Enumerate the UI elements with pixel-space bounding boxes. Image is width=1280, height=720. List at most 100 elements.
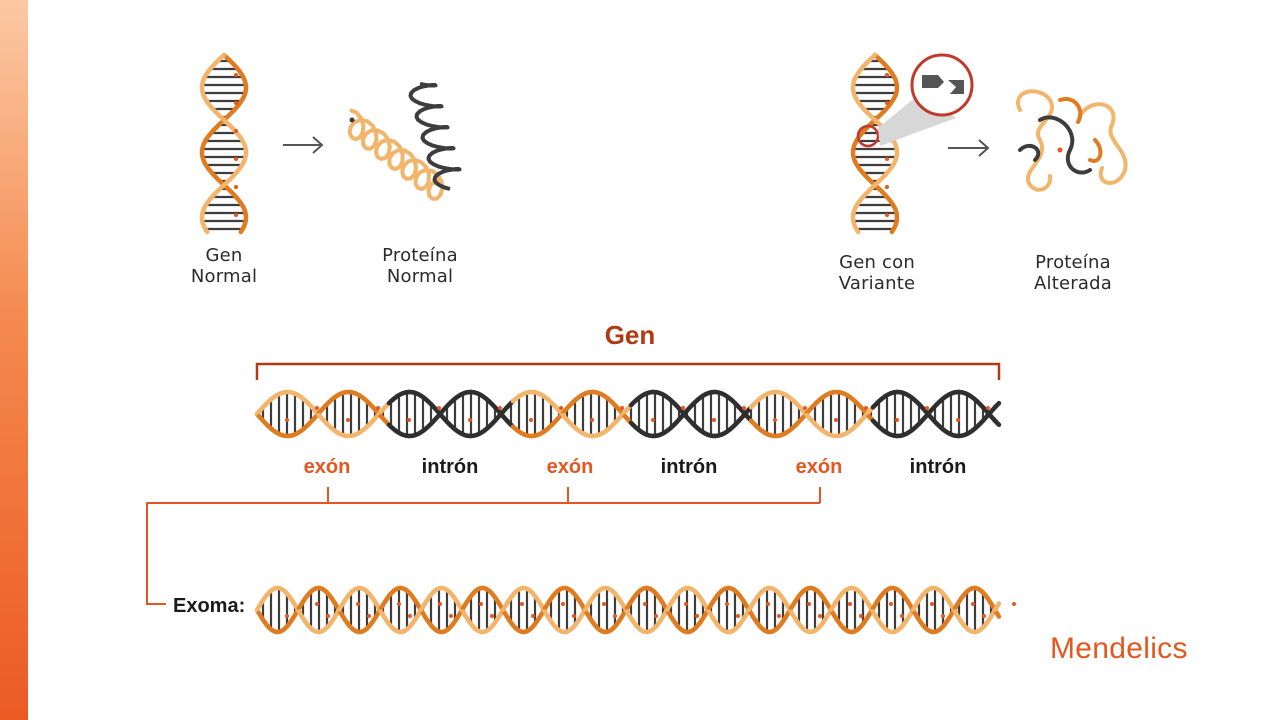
helix-strand [199, 52, 249, 235]
helix-dot [234, 73, 238, 77]
broken-base-icon [922, 75, 944, 88]
helix-dot [848, 602, 852, 606]
helix-dot [766, 602, 770, 606]
helix-dot [742, 406, 746, 410]
helix-dot [620, 406, 624, 410]
gene-title: Gen [604, 320, 656, 350]
arrows [283, 136, 990, 157]
helix-dot [930, 602, 934, 606]
helix-dot [613, 614, 617, 618]
helix-dot [1012, 602, 1016, 606]
helix-dot [449, 614, 453, 618]
helix-dot [602, 602, 606, 606]
protein-dot [1057, 147, 1063, 153]
helix-dot [803, 406, 807, 410]
helix-dot [773, 418, 777, 422]
broken-base-icon [948, 80, 964, 94]
protein-dot [349, 117, 355, 123]
helix-dot [885, 213, 889, 217]
helix-strand [994, 611, 1002, 619]
helix-dot [712, 418, 716, 422]
gene-strand-helix [254, 389, 1002, 439]
helix-dot [498, 406, 502, 410]
helix-dot [725, 602, 729, 606]
helix-dot [572, 614, 576, 618]
protein-coil [347, 108, 445, 201]
helix-dot [941, 614, 945, 618]
helix-dot [777, 614, 781, 618]
segment-intron-3: intrón [909, 456, 967, 478]
variant-marker-icon [856, 124, 880, 148]
helix-strand [199, 52, 249, 235]
helix-dot [651, 418, 655, 422]
helix-dot [684, 602, 688, 606]
helix-dot [234, 185, 238, 189]
helix-dot [900, 614, 904, 618]
helix-dot [520, 602, 524, 606]
protein-strand [1018, 115, 1092, 175]
protein-coil [408, 82, 462, 191]
helix-dot [654, 614, 658, 618]
variant-gene-helix-icon [850, 52, 974, 235]
helix-dot [407, 418, 411, 422]
mendelics-logo: Mendelics [1050, 632, 1188, 665]
helix-dot [285, 614, 289, 618]
zoom-lens-icon [910, 53, 974, 117]
helix-dot [438, 602, 442, 606]
helix-dot [695, 614, 699, 618]
right-arrow-head [978, 139, 990, 157]
helix-dot [834, 418, 838, 422]
helix-dot [234, 101, 238, 105]
segment-exon-3: exón [795, 456, 843, 478]
helix-dot [285, 418, 289, 422]
helix-dot [885, 157, 889, 161]
segment-exon-2: exón [546, 456, 594, 478]
segment-intron-2: intrón [660, 456, 718, 478]
protein-strand [1078, 102, 1128, 185]
helix-dot [561, 602, 565, 606]
helix-strand [994, 400, 1002, 408]
helix-dot [559, 406, 563, 410]
helix-dot [864, 406, 868, 410]
protein-strand [1016, 89, 1054, 192]
helix-dot [885, 73, 889, 77]
helix-dot [315, 602, 319, 606]
helix-dot [590, 418, 594, 422]
helix-dot [971, 602, 975, 606]
protein-strand [1058, 97, 1103, 163]
helix-dot [346, 418, 350, 422]
helix-dot [234, 129, 238, 133]
exome-connector-line [146, 502, 820, 605]
helix-dot [895, 418, 899, 422]
helix-dot [531, 614, 535, 618]
gene-bracket-line [255, 362, 1001, 380]
helix-dot [681, 406, 685, 410]
helix-dot [885, 101, 889, 105]
normal-protein-icon [347, 82, 462, 201]
helix-dot [468, 418, 472, 422]
helix-dot [490, 614, 494, 618]
helix-dot [437, 406, 441, 410]
helix-dot [376, 406, 380, 410]
helix-dot [479, 602, 483, 606]
helix-dot [889, 602, 893, 606]
exon-connector-lines [146, 487, 821, 605]
helix-dot [529, 418, 533, 422]
helix-dot [326, 614, 330, 618]
altered-protein-icon [1016, 89, 1128, 192]
normal-gene-helix-icon [199, 52, 249, 235]
helix-strand [994, 420, 1002, 428]
gene-bracket [255, 362, 1001, 380]
helix-strand [850, 52, 900, 235]
segment-intron-1: intrón [421, 456, 479, 478]
helix-strand [850, 52, 900, 235]
right-arrow-head [312, 136, 324, 154]
helix-dot [408, 614, 412, 618]
helix-strand [994, 601, 1002, 609]
exome-strand-helix [254, 585, 1016, 635]
helix-dot [736, 614, 740, 618]
